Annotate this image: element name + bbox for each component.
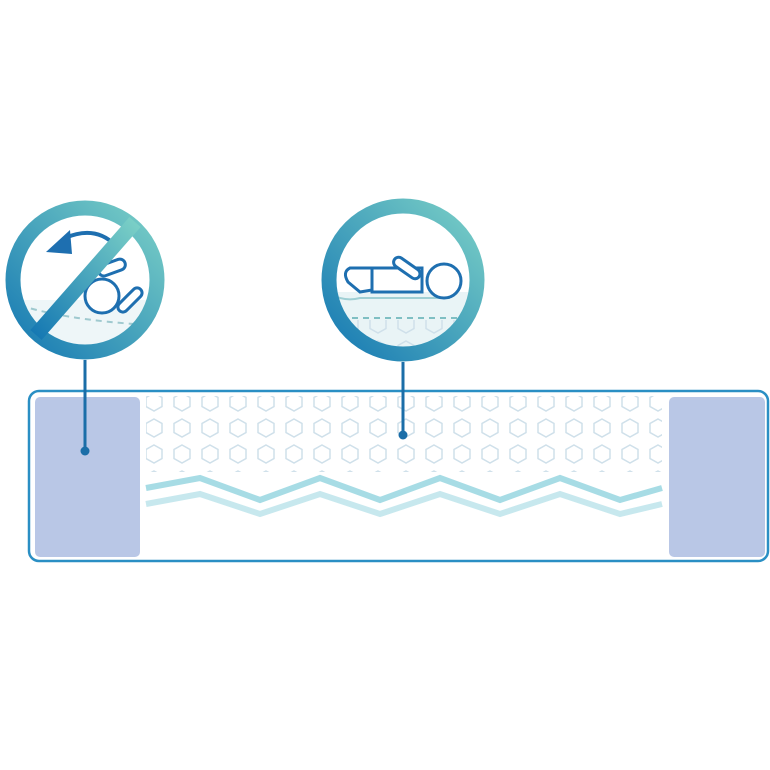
no-rolling-icon — [5, 200, 165, 360]
left-side-panel — [35, 397, 140, 557]
right-side-panel — [669, 397, 765, 557]
baby-lying-on-mattress-icon — [321, 198, 485, 362]
wave-layer — [145, 474, 663, 518]
connector-left — [80, 360, 90, 456]
mattress — [27, 389, 770, 563]
connector-right — [398, 362, 408, 440]
